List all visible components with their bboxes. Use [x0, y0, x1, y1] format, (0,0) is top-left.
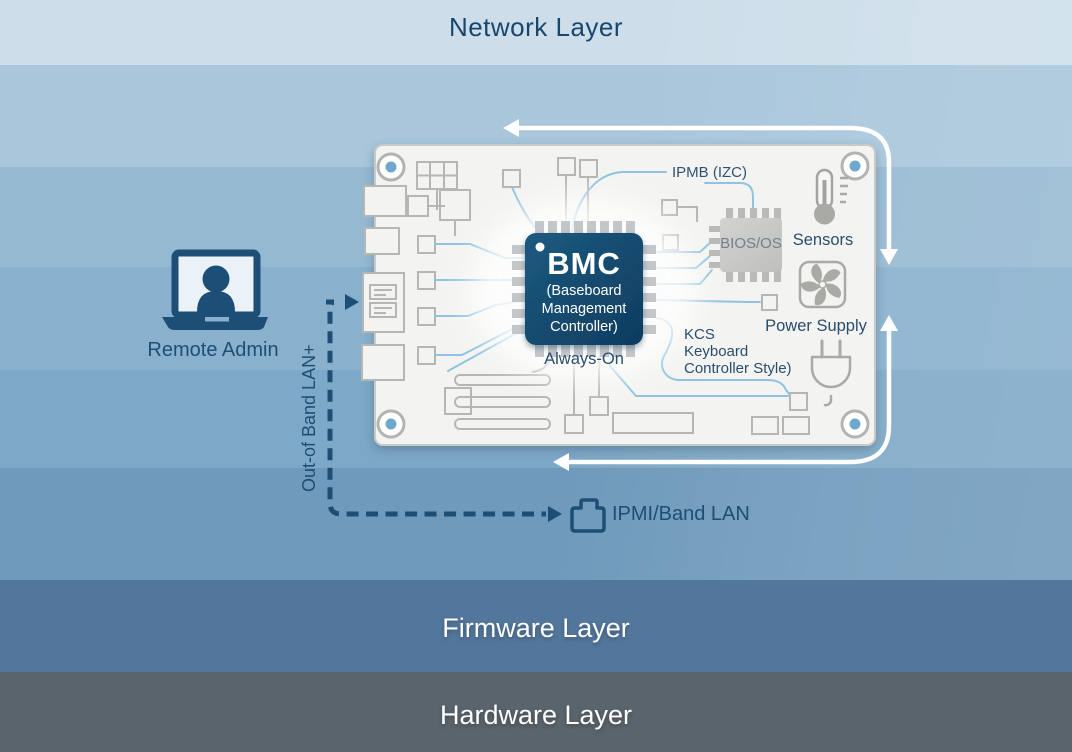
bmc-chip-label: BMC (Baseboard Management Controller) — [525, 246, 643, 336]
out-of-band-lan-label: Out-of Band LAN+ — [299, 344, 319, 492]
kcs-line-1: KCS — [684, 326, 715, 343]
arrowhead-down-icon — [880, 249, 898, 265]
user-avatar-icon — [202, 265, 230, 293]
bmc-chip — [512, 221, 656, 357]
arrowhead-left-icon — [503, 119, 519, 137]
background-stripe — [0, 468, 1072, 580]
network-layer-band — [0, 0, 1072, 65]
always-on-label: Always-On — [544, 350, 624, 368]
ipmb-label: IPMB (IZC) — [672, 164, 747, 181]
network-flow-arrows — [503, 119, 898, 471]
ipmi-band-lan-label: IPMI/Band LAN — [612, 503, 750, 525]
slot-icon — [454, 374, 551, 386]
kcs-line-3: Controller Style) — [684, 360, 792, 377]
briefcase-icon — [570, 498, 606, 533]
network-layer-title: Network Layer — [448, 12, 624, 42]
plug-icon — [810, 339, 852, 407]
bmc-subtitle-1: (Baseboard — [546, 283, 622, 299]
bmc-title: BMC — [547, 246, 621, 281]
screw-icon — [376, 151, 870, 439]
chip-pin1-dot — [535, 242, 545, 252]
slot-icon — [454, 396, 551, 408]
bios-os-label: BIOS/OS — [720, 235, 782, 252]
laptop-icon — [162, 249, 268, 330]
bmc-subtitle-2: Management — [541, 301, 627, 317]
arrowhead-right-icon — [345, 294, 359, 310]
out-of-band-path — [326, 294, 562, 522]
io-ports-icon — [361, 185, 407, 381]
arrowhead-right-icon — [548, 506, 562, 522]
power-supply-label: Power Supply — [765, 317, 867, 335]
port-card-lines — [369, 284, 397, 318]
thermometer-icon — [814, 168, 848, 225]
firmware-layer-title: Firmware Layer — [442, 613, 630, 643]
arrowhead-left-icon — [553, 453, 569, 471]
slot-icon — [454, 418, 551, 430]
firmware-layer-band — [0, 580, 1072, 672]
hardware-layer-title: Hardware Layer — [439, 700, 633, 730]
hardware-layer-band — [0, 672, 1072, 752]
kcs-label: KCS Keyboard Controller Style) — [684, 326, 792, 377]
circuit-board — [361, 144, 876, 446]
bios-os-chip — [709, 208, 782, 282]
remote-admin-label: Remote Admin — [147, 339, 279, 361]
bmc-subtitle-3: Controller) — [550, 319, 618, 335]
fan-icon — [798, 260, 847, 309]
kcs-line-2: Keyboard — [684, 343, 749, 360]
arrowhead-up-icon — [880, 315, 898, 331]
sensors-label: Sensors — [792, 231, 854, 249]
